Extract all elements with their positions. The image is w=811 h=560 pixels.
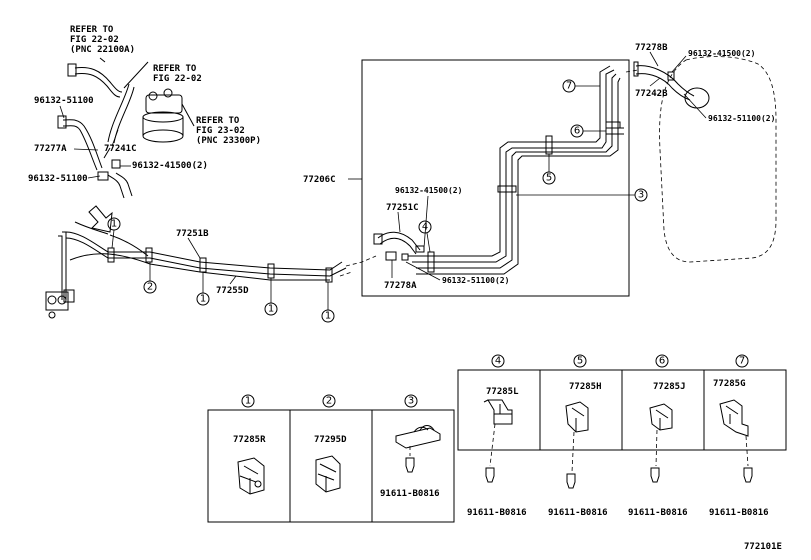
upper-hoses-illustration <box>57 57 195 199</box>
part-77242B: 77242B <box>635 89 668 99</box>
detail-3-bolt: 91611-B0816 <box>380 489 440 499</box>
part-77277A: 77277A <box>34 144 67 154</box>
svg-text:1: 1 <box>200 294 206 305</box>
refer-fig-callout: REFER TO FIG 22-02 <box>153 64 202 84</box>
svg-text:2: 2 <box>326 396 332 407</box>
detail-1-part: 77285R <box>233 435 266 445</box>
detail-box-4: 4 77285L 91611-B0816 <box>457 354 541 518</box>
svg-text:5: 5 <box>577 356 583 367</box>
tank-hoses <box>633 61 695 101</box>
part-77206C: 77206C <box>303 175 336 185</box>
central-pipes <box>373 65 624 275</box>
detail-5-bolt: 91611-B0816 <box>548 508 608 518</box>
refer-canister-line-3: (PNC 23300P) <box>196 136 261 146</box>
detail-box-3: 3 91611-B0816 <box>371 394 455 523</box>
detail-5-part: 77285H <box>569 382 602 392</box>
part-96132-51100-c: 96132-51100(2) <box>442 276 509 285</box>
detail-4-part: 77285L <box>486 387 519 397</box>
detail-box-7: 7 77285G 91611-B0816 <box>703 354 787 518</box>
detail-7-part: 77285G <box>713 379 746 389</box>
refer-fuel-line-2: FIG 22-02 <box>70 35 119 45</box>
part-77278A: 77278A <box>384 281 417 291</box>
ref-circle-1d: 1 <box>321 309 335 323</box>
svg-text:3: 3 <box>408 396 414 407</box>
pump-assembly-shape <box>45 289 75 319</box>
detail-4-bolt: 91611-B0816 <box>467 508 527 518</box>
ref-circle-1c: 1 <box>264 302 278 316</box>
svg-text:7: 7 <box>739 356 745 367</box>
svg-text:3: 3 <box>638 190 644 201</box>
part-96132-41500-c: 96132-41500(2) <box>688 49 755 58</box>
figure-id: 772101E <box>744 542 782 552</box>
ref-circle-7a: 7 <box>562 79 576 93</box>
canister-shape <box>142 88 195 143</box>
svg-text:1: 1 <box>325 311 331 322</box>
part-96132-41500-a: 96132-41500(2) <box>132 161 208 171</box>
detail-box-5: 5 77285H 91611-B0816 <box>539 354 623 518</box>
svg-text:4: 4 <box>422 222 428 233</box>
svg-text:6: 6 <box>574 126 580 137</box>
part-96132-51100-a: 96132-51100 <box>34 96 94 106</box>
refer-fuel-callout: REFER TO FIG 22-02 (PNC 22100A) <box>70 25 135 55</box>
ref-circle-6a: 6 <box>570 124 584 138</box>
part-77278B: 77278B <box>635 43 668 53</box>
main-fuel-line <box>45 205 377 319</box>
svg-text:6: 6 <box>659 356 665 367</box>
svg-text:1: 1 <box>111 219 117 230</box>
refer-canister-callout: REFER TO FIG 23-02 (PNC 23300P) <box>196 116 261 146</box>
svg-text:5: 5 <box>546 173 552 184</box>
part-96132-41500-b: 96132-41500(2) <box>395 186 462 195</box>
part-77241C: 77241C <box>104 144 137 154</box>
ref-circle-2a: 2 <box>143 280 157 294</box>
ref-circle-1b: 1 <box>196 292 210 306</box>
detail-2-part: 77295D <box>314 435 347 445</box>
refer-fuel-line-1: REFER TO <box>70 25 114 35</box>
svg-text:4: 4 <box>495 356 501 367</box>
svg-text:1: 1 <box>245 396 251 407</box>
refer-fig-line-2: FIG 22-02 <box>153 74 202 84</box>
ref-circle-3a: 3 <box>634 188 648 202</box>
ref-circle-4a: 4 <box>418 220 432 234</box>
arrow-indicator <box>88 205 113 233</box>
ref-circle-5a: 5 <box>542 171 556 185</box>
detail-7-bolt: 91611-B0816 <box>709 508 769 518</box>
detail-6-part: 77285J <box>653 382 686 392</box>
detail-box-6: 6 77285J 91611-B0816 <box>621 354 705 518</box>
refer-fuel-line-3: (PNC 22100A) <box>70 45 135 55</box>
refer-canister-line-2: FIG 23-02 <box>196 126 245 136</box>
part-77255D: 77255D <box>216 286 249 296</box>
svg-text:2: 2 <box>147 282 153 293</box>
refer-fig-line-1: REFER TO <box>153 64 197 74</box>
svg-text:1: 1 <box>268 304 274 315</box>
part-96132-51100-d: 96132-51100(2) <box>708 114 775 123</box>
part-96132-51100-b: 96132-51100 <box>28 174 88 184</box>
svg-text:7: 7 <box>566 81 572 92</box>
fuel-line-assembly-box <box>361 59 630 297</box>
fuel-tank-outline <box>625 56 777 263</box>
detail-6-bolt: 91611-B0816 <box>628 508 688 518</box>
part-77251C: 77251C <box>386 203 419 213</box>
detail-box-1: 1 77285R <box>207 394 291 523</box>
refer-canister-line-1: REFER TO <box>196 116 240 126</box>
part-77251B: 77251B <box>176 229 209 239</box>
detail-box-2: 2 77295D <box>289 394 373 523</box>
ref-circle-1a: 1 <box>107 217 121 231</box>
